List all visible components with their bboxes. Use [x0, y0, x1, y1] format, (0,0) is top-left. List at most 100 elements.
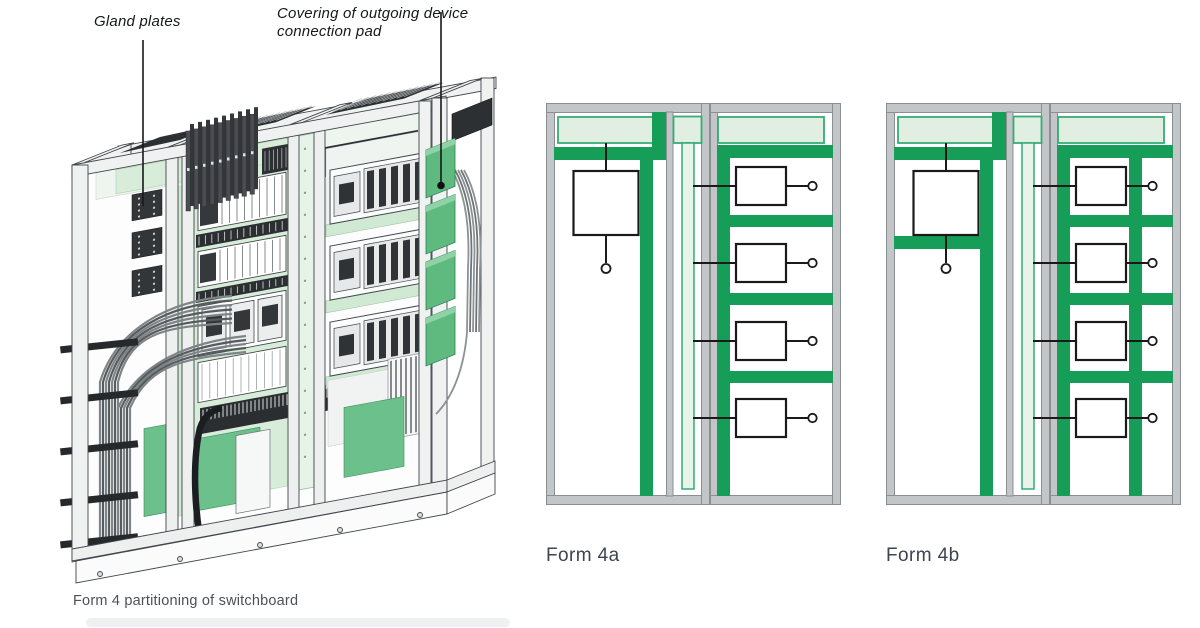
busbar-compartment: [557, 116, 655, 144]
outgoing-device-symbol: [1074, 165, 1128, 207]
outgoing-device-symbol: [734, 242, 788, 284]
partition-barrier: [554, 147, 666, 160]
cable-compartment-strip: [681, 142, 695, 490]
partition-barrier: [717, 293, 833, 305]
enclosure-frame: [1050, 103, 1181, 113]
outgoing-connection-pad-covers: [425, 137, 456, 367]
partition-barrier: [1057, 145, 1173, 158]
form-4b-figure: Form 4b: [886, 103, 1181, 567]
outgoing-terminal: [1147, 180, 1158, 192]
partition-barrier: [717, 371, 833, 383]
form-4a-schematic: [546, 103, 841, 505]
gland-plates-text: Gland plates: [94, 13, 181, 30]
label-covering: Covering of outgoing device connection p…: [277, 5, 468, 41]
lower-green-plate: [343, 396, 405, 478]
partition-barrier: [1057, 293, 1173, 305]
incoming-device-symbol: [912, 169, 980, 237]
cable-compartment-strip: [1021, 142, 1035, 490]
partition-barrier: [1057, 215, 1173, 227]
partition-barrier: [1129, 145, 1142, 496]
partition-barrier: [717, 215, 833, 227]
enclosure-frame: [1050, 495, 1181, 505]
main-cable: [191, 404, 223, 557]
busbar-compartment: [897, 116, 995, 144]
enclosure-frame: [886, 103, 1050, 113]
outgoing-terminal: [807, 335, 818, 347]
form-4b-label: Form 4b: [886, 545, 960, 566]
form-4b-diagram: [886, 103, 1181, 505]
outgoing-feeder: [1033, 397, 1158, 439]
outgoing-feeder: [1033, 242, 1158, 284]
covering-text-line2: connection pad: [277, 23, 382, 40]
partition-barrier: [980, 147, 993, 496]
busbar-comb: [185, 107, 258, 212]
outgoing-terminal: [1147, 257, 1158, 269]
breaker-units: [325, 151, 433, 390]
covering-leader-dot: [437, 181, 445, 190]
partition-barrier: [1057, 145, 1070, 496]
label-gland-plates: Gland plates: [94, 13, 181, 31]
enclosure-frame: [1006, 111, 1014, 497]
outgoing-feeder: [693, 397, 818, 439]
busbar-compartment: [1012, 115, 1043, 144]
switchboard-isometric-drawing: [60, 12, 497, 584]
busbar-compartment: [672, 115, 703, 144]
partition-barrier: [1057, 371, 1173, 383]
figure-caption: Form 4 partitioning of switchboard: [73, 593, 299, 609]
outgoing-device-symbol: [734, 165, 788, 207]
outgoing-feeder: [1033, 165, 1158, 207]
enclosure-frame: [1172, 103, 1181, 505]
outgoing-feeder: [1033, 320, 1158, 362]
outgoing-device-symbol: [734, 320, 788, 362]
leader-lines: [142, 12, 445, 206]
outgoing-device-symbol: [734, 397, 788, 439]
form-4b-schematic: [886, 103, 1181, 505]
busbar-compartment: [717, 116, 825, 144]
outgoing-device-symbol: [1074, 397, 1128, 439]
page-bottom-bar: [86, 618, 510, 627]
outgoing-terminal: [1147, 412, 1158, 424]
partition-barrier: [992, 112, 1006, 148]
switchboard-illustration: [0, 0, 540, 628]
enclosure-frame: [546, 495, 710, 505]
form-4a-label: Form 4a: [546, 545, 620, 566]
perforated-shelf: [196, 217, 288, 248]
partition-barrier: [717, 145, 833, 158]
enclosure-frame: [701, 103, 710, 505]
enclosure-frame: [832, 103, 841, 505]
form-4a-diagram: [546, 103, 841, 505]
incoming-device: [912, 143, 980, 274]
outgoing-device-symbol: [1074, 242, 1128, 284]
enclosure-frame: [710, 495, 841, 505]
partition-barrier: [894, 147, 1006, 160]
outgoing-terminal: [807, 180, 818, 192]
outgoing-feeder: [693, 320, 818, 362]
enclosure-frame: [886, 495, 1050, 505]
enclosure-frame: [546, 103, 555, 505]
covering-text-line1: Covering of outgoing device: [277, 5, 469, 22]
incoming-terminal: [940, 263, 952, 274]
outgoing-device-symbol: [1074, 320, 1128, 362]
side-vent-grille: [451, 97, 493, 142]
enclosure-frame: [710, 103, 841, 113]
outgoing-feeder: [693, 242, 818, 284]
back-right-post: [480, 77, 495, 475]
outgoing-terminal: [1147, 335, 1158, 347]
partition-barrier: [717, 145, 730, 496]
incoming-device-symbol: [572, 169, 640, 237]
cable-bundle-left: [98, 294, 247, 544]
incoming-device: [572, 143, 640, 274]
busbar-compartment: [1057, 116, 1165, 144]
partition-barrier: [652, 112, 666, 148]
plinth: [71, 460, 496, 584]
cable-bundle-right: [435, 169, 482, 415]
perforated-shelf: [196, 274, 288, 303]
outgoing-terminal: [807, 412, 818, 424]
enclosure-frame: [666, 111, 674, 497]
left-bay-green-plate: [143, 424, 167, 517]
partition-barrier: [640, 147, 653, 496]
enclosure-frame: [886, 103, 895, 505]
outgoing-terminal: [807, 257, 818, 269]
partition-barrier: [894, 236, 980, 249]
